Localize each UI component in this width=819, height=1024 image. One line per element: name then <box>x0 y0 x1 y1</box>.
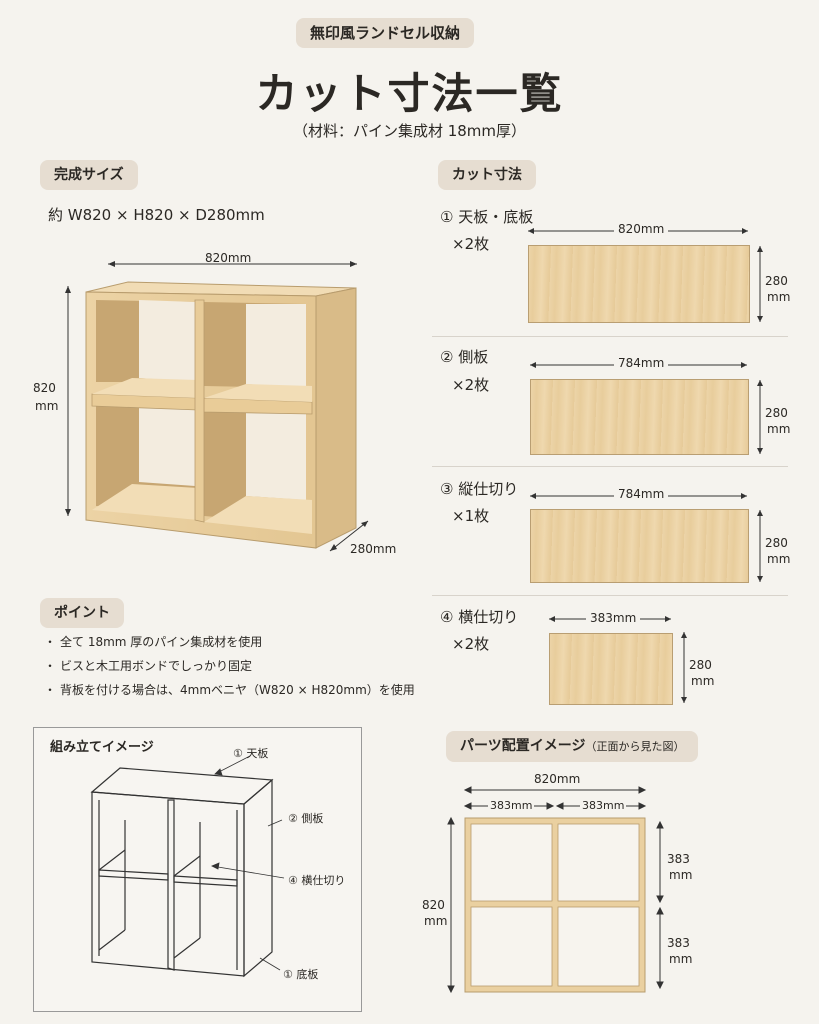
finished-height-value: 820 <box>33 381 56 395</box>
header-badge: 無印風ランドセル収納 <box>296 18 475 48</box>
cut-item-4-width-value: 280 <box>689 658 712 672</box>
assembly-heading: 組み立てイメージ <box>50 740 154 755</box>
assembly-label-top: ① 天板 <box>233 747 269 760</box>
layout-heading: パーツ配置イメージ（正面から見た図） <box>446 731 699 762</box>
cut-item-1-board <box>528 245 750 323</box>
layout-lower-value: 383 <box>667 936 690 950</box>
cut-item-4-qty: ×2枚 <box>452 635 490 653</box>
cut-item-2-width-value: 280 <box>765 406 788 420</box>
cut-item-3-width-unit: mm <box>767 552 791 566</box>
cut-item-3-name: ③ 縦仕切り <box>440 480 519 498</box>
cut-item-1-qty: ×2枚 <box>452 235 490 253</box>
assembly-label-shelf: ④ 横仕切り <box>288 874 346 887</box>
cut-item-3-qty: ×1枚 <box>452 507 490 525</box>
cut-item-4-name: ④ 横仕切り <box>440 608 519 626</box>
cut-item-2-name: ② 側板 <box>440 348 489 366</box>
points-heading: ポイント <box>40 598 124 628</box>
cut-item-3-board <box>530 509 749 583</box>
point-item: 背板を付ける場合は、4mmベニヤ（W820 × H820mm）を使用 <box>44 680 415 704</box>
cut-item-2-length: 784mm <box>614 356 669 370</box>
shelf-illustration <box>65 261 369 552</box>
cut-item-1-width-value: 280 <box>765 274 788 288</box>
cut-item-3-length: 784mm <box>614 487 669 501</box>
finished-depth-label: 280mm <box>350 542 397 556</box>
finished-width-label: 820mm <box>205 251 252 265</box>
cut-separator-2 <box>432 466 788 467</box>
points-list: 全て 18mm 厚のパイン集成材を使用 ビスと木工用ボンドでしっかり固定 背板を… <box>44 632 415 704</box>
page-title: カット寸法一覧 <box>255 69 564 118</box>
material-note: （材料：パイン集成材 18mm厚） <box>292 122 527 140</box>
cut-separator-3 <box>432 595 788 596</box>
assembly-label-bottom: ① 底板 <box>283 968 319 981</box>
layout-upper-unit: mm <box>669 868 693 882</box>
layout-heading-note: （正面から見た図） <box>585 740 685 753</box>
cut-item-3-width-value: 280 <box>765 536 788 550</box>
cut-item-1-width-unit: mm <box>767 290 791 304</box>
layout-right-width: 383mm <box>580 799 627 812</box>
cut-item-2-qty: ×2枚 <box>452 376 490 394</box>
cut-item-4-board <box>549 633 673 705</box>
cut-item-2-board <box>530 379 749 455</box>
finished-size-text: 約 W820 × H820 × D280mm <box>48 206 265 224</box>
finished-size-heading: 完成サイズ <box>40 160 138 190</box>
layout-upper-value: 383 <box>667 852 690 866</box>
cut-item-2-width-unit: mm <box>767 422 791 436</box>
layout-left-width: 383mm <box>488 799 535 812</box>
cut-separator-1 <box>432 336 788 337</box>
layout-lower-unit: mm <box>669 952 693 966</box>
layout-height-value: 820 <box>422 898 445 912</box>
layout-height-unit: mm <box>424 914 448 928</box>
cut-item-4-width-unit: mm <box>691 674 715 688</box>
point-item: ビスと木工用ボンドでしっかり固定 <box>44 656 415 680</box>
finished-height-unit: mm <box>35 399 59 413</box>
point-item: 全て 18mm 厚のパイン集成材を使用 <box>44 632 415 656</box>
layout-heading-title: パーツ配置イメージ <box>460 738 586 754</box>
cut-item-4-length: 383mm <box>586 611 641 625</box>
cut-dimensions-heading: カット寸法 <box>438 160 536 190</box>
layout-total-width: 820mm <box>534 772 581 786</box>
assembly-label-side: ② 側板 <box>288 812 324 825</box>
cut-item-1-length: 820mm <box>614 222 669 236</box>
cut-item-1-name: ① 天板・底板 <box>440 208 534 226</box>
